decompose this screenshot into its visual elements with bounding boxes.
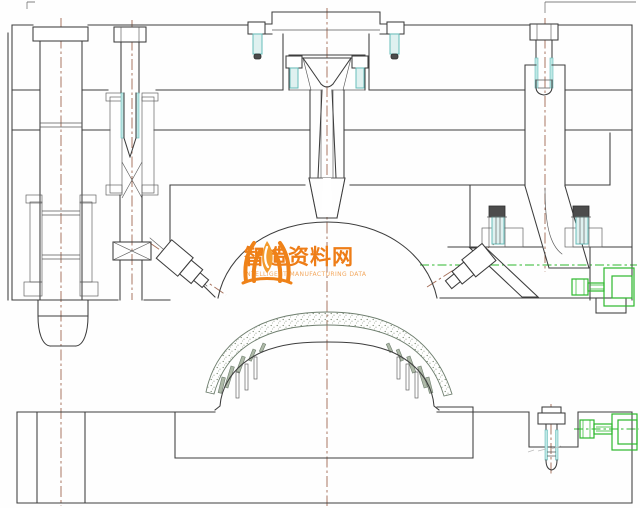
support-bolt-right <box>524 23 566 187</box>
slide-gibs <box>481 205 603 248</box>
guide-pillar <box>32 26 89 347</box>
molded-part <box>205 311 453 397</box>
slide-core-right <box>444 242 497 290</box>
sprue-bushing <box>285 54 369 219</box>
bottom-shoulder-bolt <box>527 406 579 471</box>
guide-bushing <box>23 194 99 297</box>
molded-part-ribs <box>217 342 434 394</box>
green-clamp-upper <box>571 267 635 307</box>
mold-plates <box>7 24 633 504</box>
lower-core <box>214 341 440 411</box>
green-clamp-lower <box>579 413 638 451</box>
ejector-bolt-assembly <box>105 26 159 301</box>
cavity-arch <box>217 221 438 299</box>
border-marks <box>26 1 636 13</box>
slide-core-left <box>149 237 210 289</box>
locating-ring <box>247 11 405 91</box>
